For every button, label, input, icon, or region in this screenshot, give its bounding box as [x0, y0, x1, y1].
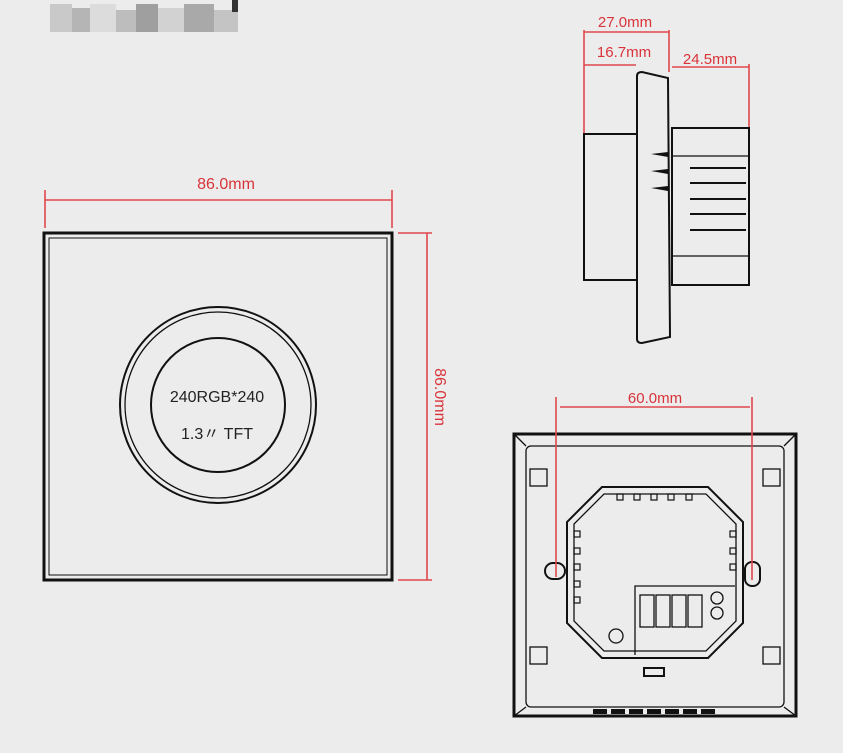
- clips: [651, 152, 668, 191]
- mounting-octagon: [566, 486, 744, 659]
- back-box: [671, 127, 750, 286]
- total-depth-label: 27.0mm: [598, 14, 652, 31]
- terminal-block: [634, 585, 735, 655]
- front-panel: [42, 231, 394, 582]
- front-view: 86.0mm 86.0mm 240RGB*240 1.3〃 TFT: [42, 176, 448, 582]
- faceplate: [636, 70, 672, 345]
- back-frame: [512, 432, 798, 718]
- display-screen: [150, 337, 286, 473]
- screen-size: 1.3〃 TFT: [181, 426, 253, 443]
- back-view: 60.0mm: [512, 390, 798, 718]
- blurred-logo: [50, 0, 238, 32]
- screen-resolution: 240RGB*240: [170, 389, 264, 406]
- bottom-vents: [593, 709, 715, 714]
- screw-hole: [608, 628, 624, 644]
- width-label: 86.0mm: [197, 176, 255, 193]
- side-view: 27.0mm 16.7mm 24.5mm: [583, 14, 750, 345]
- height-label: 86.0mm: [431, 368, 448, 426]
- terminal-fins: [690, 167, 746, 231]
- back-depth-label: 24.5mm: [683, 51, 737, 68]
- hole-spacing-label: 60.0mm: [628, 390, 682, 407]
- front-housing: [583, 133, 638, 281]
- display-bezel: [119, 306, 317, 504]
- front-depth-label: 16.7mm: [597, 44, 651, 61]
- mounting-hole-left: [544, 562, 566, 580]
